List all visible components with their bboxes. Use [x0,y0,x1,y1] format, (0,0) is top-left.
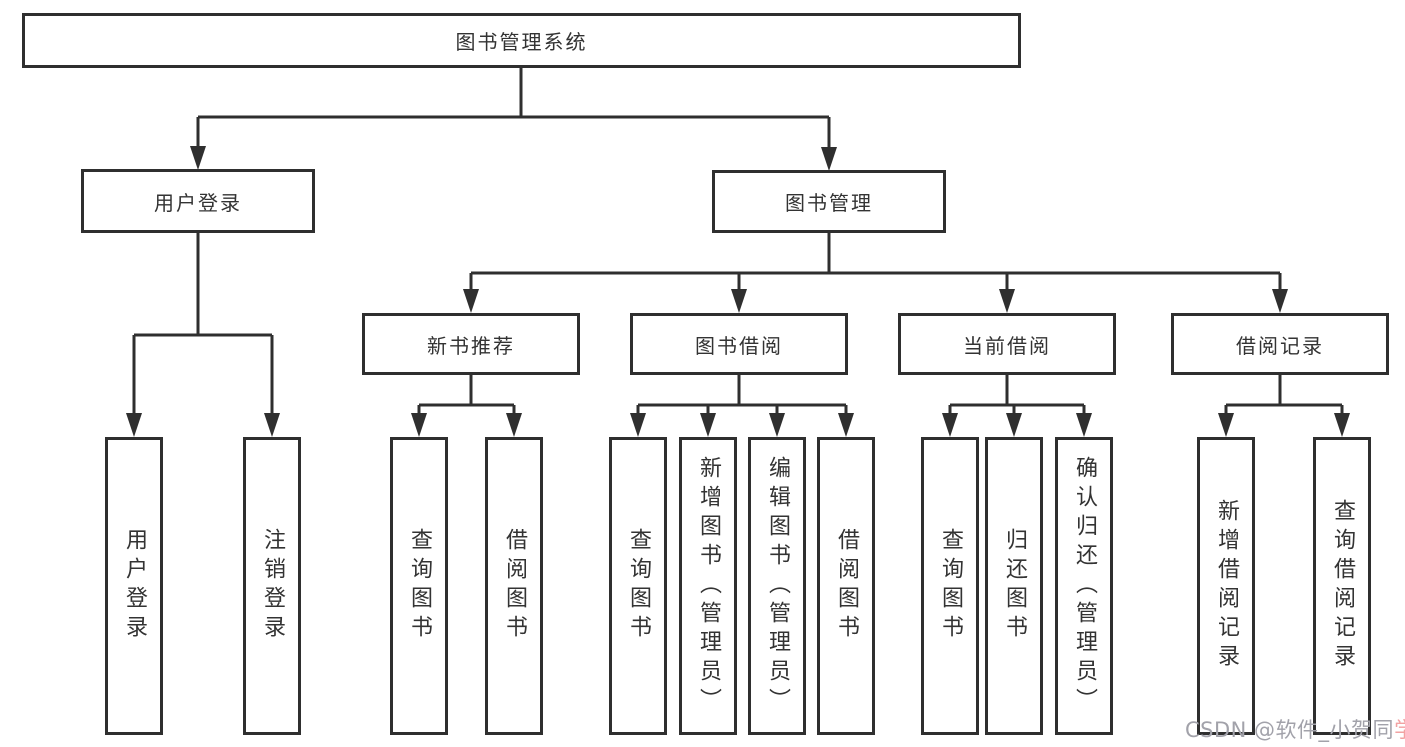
node-current-borrowing: 当前借阅 [898,313,1116,375]
watermark-text: CSDN @软件_小贺同 [1185,718,1395,742]
node-leaf-user-login: 用户登录 [105,437,163,735]
node-leaf-return-books: 归还图书 [985,437,1043,735]
csdn-watermark: CSDN @软件_小贺同学 [1185,714,1405,744]
watermark-accent-text: 学 [1394,718,1405,742]
node-book-management-branch: 图书管理 [712,170,946,233]
node-leaf-confirm-return-admin: 确认归还（管理员） [1055,437,1113,735]
node-leaf-add-borrow-record: 新增借阅记录 [1197,437,1255,735]
node-library-management-system: 图书管理系统 [22,13,1021,68]
node-leaf-add-book-admin: 新增图书（管理员） [679,437,737,735]
node-borrowing-records: 借阅记录 [1171,313,1389,375]
node-new-book-recommend: 新书推荐 [362,313,580,375]
node-leaf-query-books-1: 查询图书 [390,437,448,735]
node-leaf-borrow-books-1: 借阅图书 [485,437,543,735]
node-leaf-edit-book-admin: 编辑图书（管理员） [748,437,806,735]
node-leaf-query-borrow-record: 查询借阅记录 [1313,437,1371,735]
node-leaf-borrow-books-2: 借阅图书 [817,437,875,735]
node-leaf-query-books-3: 查询图书 [921,437,979,735]
node-user-login-branch: 用户登录 [81,169,315,233]
node-leaf-query-books-2: 查询图书 [609,437,667,735]
node-leaf-logout: 注销登录 [243,437,301,735]
node-book-borrowing: 图书借阅 [630,313,848,375]
